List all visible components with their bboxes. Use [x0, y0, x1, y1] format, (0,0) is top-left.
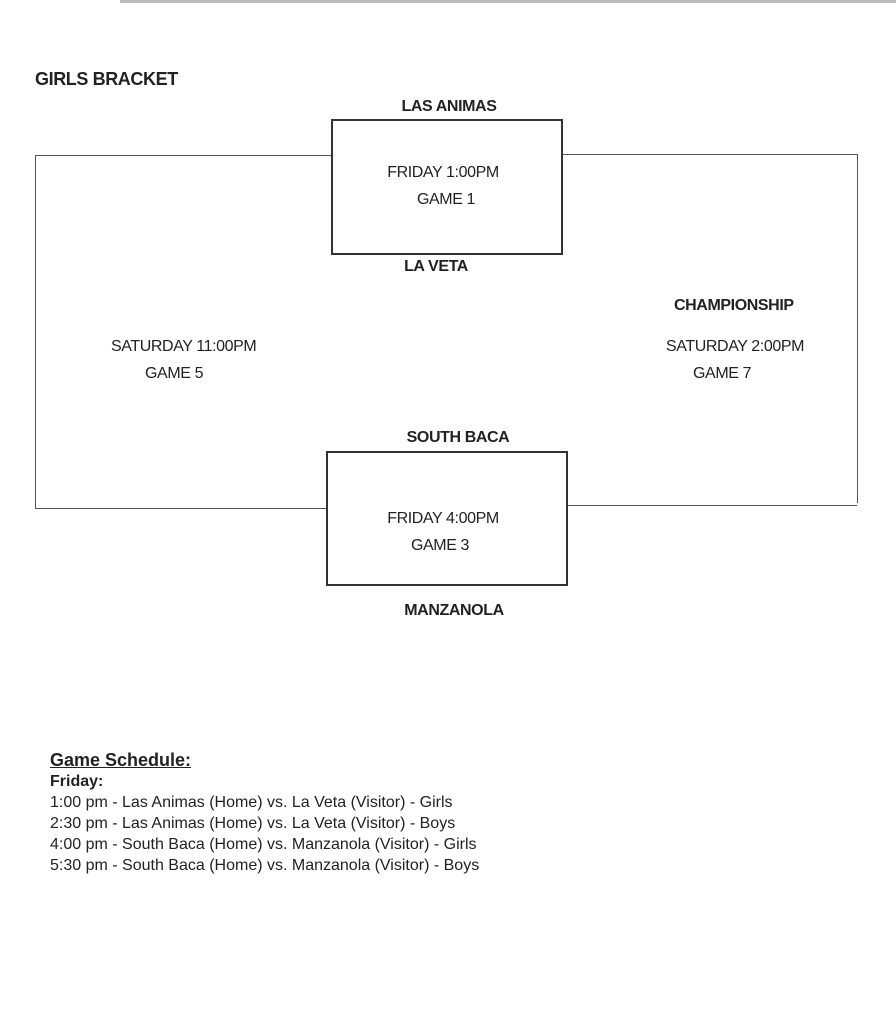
game5-number: GAME 5: [145, 365, 204, 382]
bracket-line: [35, 155, 36, 508]
game3-top-team: SOUTH BACA: [406, 429, 510, 446]
bracket-line: [567, 505, 857, 506]
schedule-line: 1:00 pm - Las Animas (Home) vs. La Veta …: [50, 794, 453, 811]
bracket-line: [857, 154, 858, 503]
game1-box: [331, 119, 563, 255]
game3-number: GAME 3: [410, 537, 470, 554]
game-schedule: Game Schedule: Friday: 1:00 pm - Las Ani…: [50, 750, 479, 876]
schedule-title: Game Schedule:: [50, 750, 192, 770]
game1-top-team: LAS ANIMAS: [401, 98, 497, 115]
scan-edge: [120, 0, 896, 3]
schedule-line: 2:30 pm - Las Animas (Home) vs. La Veta …: [50, 815, 456, 832]
schedule-line: 4:00 pm - South Baca (Home) vs. Manzanol…: [50, 836, 477, 853]
game7-time: SATURDAY 2:00PM: [666, 338, 805, 355]
game5-time: SATURDAY 11:00PM: [111, 338, 257, 355]
game7-number: GAME 7: [693, 365, 752, 382]
bracket-line: [35, 155, 331, 156]
game3-bottom-team: MANZANOLA: [404, 602, 504, 619]
bracket-title: GIRLS BRACKET: [35, 69, 178, 89]
bracket-line: [35, 508, 326, 509]
schedule-day: Friday:: [50, 773, 104, 790]
game3-box: [326, 451, 568, 586]
game3-time: FRIDAY 4:00PM: [387, 510, 499, 527]
bracket-line: [562, 154, 857, 155]
championship-label: CHAMPIONSHIP: [674, 297, 794, 314]
game1-time: FRIDAY 1:00PM: [387, 164, 499, 181]
game1-bottom-team: LA VETA: [404, 258, 468, 275]
game1-number: GAME 1: [416, 191, 476, 208]
schedule-line: 5:30 pm - South Baca (Home) vs. Manzanol…: [50, 857, 480, 874]
